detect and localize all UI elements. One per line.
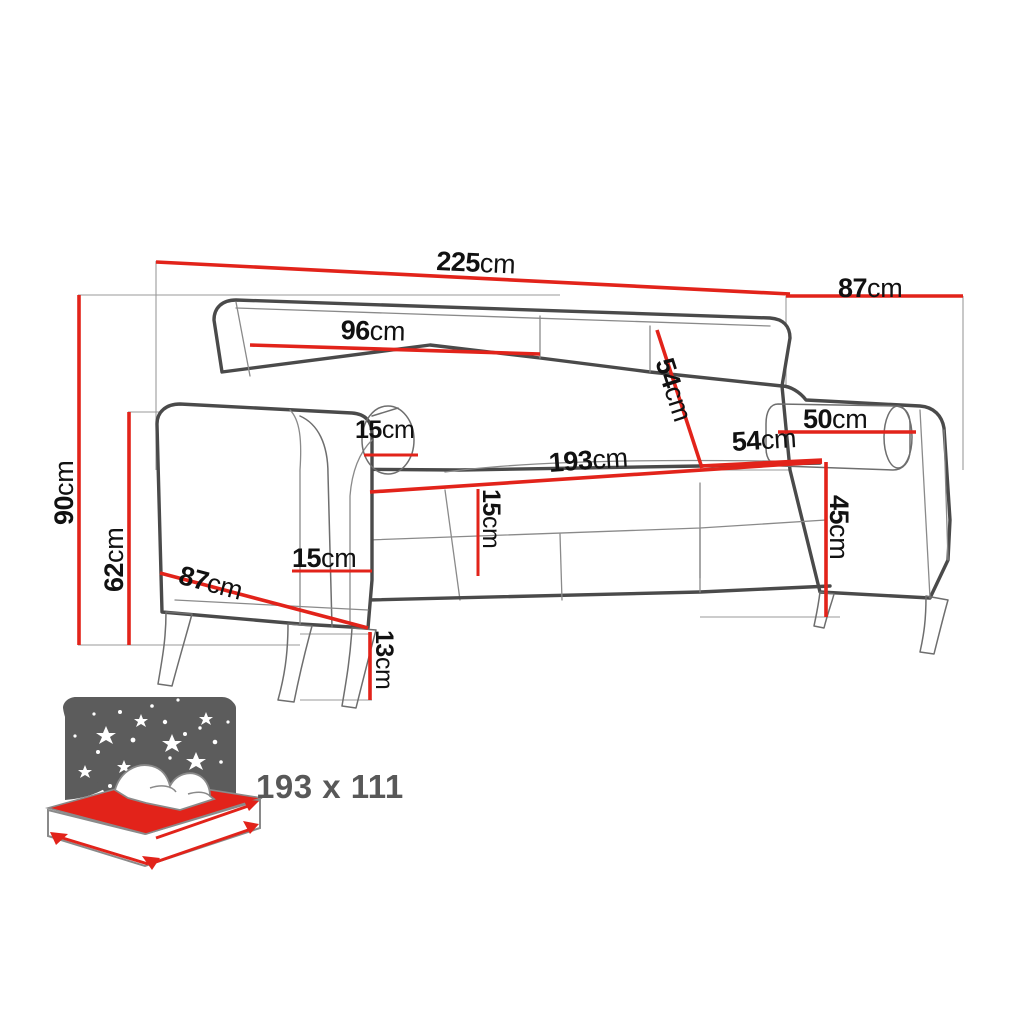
dimline-depth-bottom-left: [159, 571, 369, 630]
label-backrest-width: 96cm: [340, 315, 406, 347]
bed-icon: [44, 697, 263, 870]
label-depth-top-right: 87cm: [838, 273, 903, 303]
label-leg-height: 13cm: [370, 630, 398, 690]
label-seat-depth: 54cm: [730, 423, 798, 457]
dimline-overall-width: [155, 260, 791, 296]
label-armrest-thickness: 15cm: [292, 543, 357, 573]
label-bolster-diameter: 15cm: [355, 416, 415, 444]
label-seat-width: 193cm: [547, 442, 629, 478]
label-cushion-thickness: 15cm: [477, 489, 505, 549]
bed-arrowheads: [50, 799, 259, 870]
bed-size-label: 193 x 111: [256, 768, 404, 805]
bed-dimension-arrows: [55, 802, 255, 866]
label-armrest-height: 62cm: [99, 527, 129, 592]
label-overall-width: 225cm: [435, 246, 516, 280]
dimline-backrest-width: [249, 343, 541, 356]
dimension-lines: [77, 260, 963, 700]
dimline-seat-depth: [699, 458, 823, 468]
label-total-height: 90cm: [49, 460, 79, 525]
label-seat-height: 45cm: [824, 495, 854, 560]
dimline-backrest-height: [655, 329, 704, 469]
label-armrest-width-right: 50cm: [803, 404, 868, 434]
dimline-seat-width: [369, 460, 823, 494]
